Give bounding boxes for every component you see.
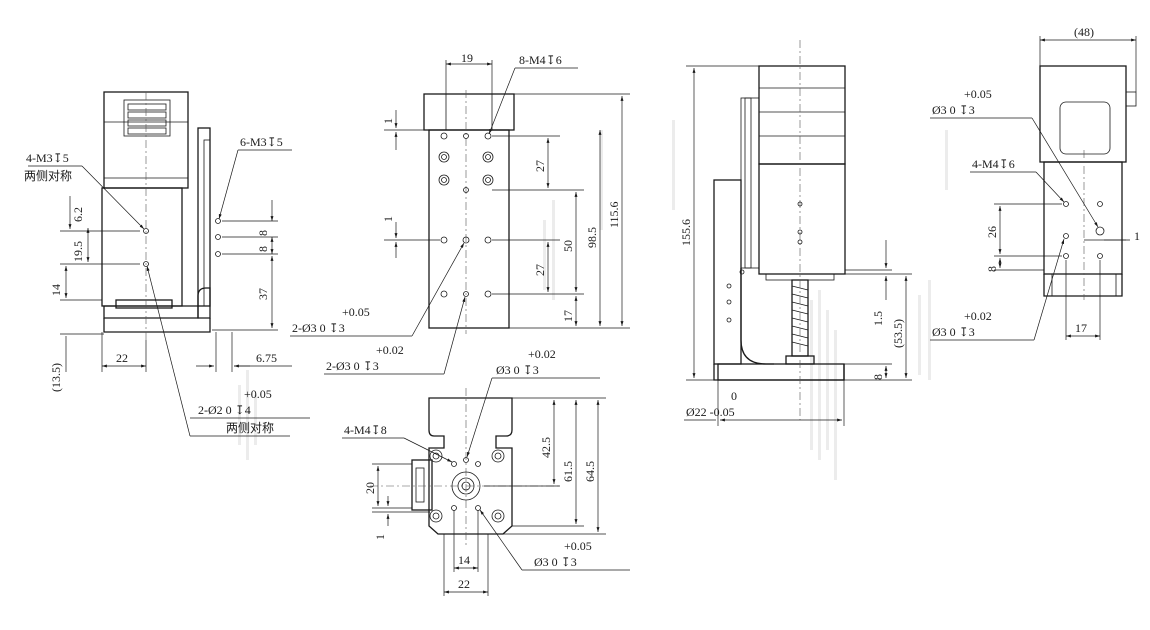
dim-53-5: (53.5) (891, 319, 905, 348)
dim-26: 26 (985, 226, 999, 238)
callout-right-bot: Ø3 0 ↧3 (932, 325, 975, 339)
stage-body (101, 187, 183, 307)
dim-27a: 27 (533, 160, 547, 172)
front-view: 19 8-M4↧6 1 1 27 27 50 98.5 115.6 17 +0. (290, 51, 630, 375)
callout-bottom-bot: Ø3 0 ↧3 (534, 555, 577, 569)
callout-8-m4: 8-M4↧6 (519, 53, 562, 67)
dim-17: 17 (561, 310, 575, 322)
shaft-dia: Ø22 -0.05 (686, 405, 735, 419)
callout-4-m4: 4-M4↧8 (344, 423, 387, 437)
left-side-view: 4-M3↧5 两侧对称 6-M3↧5 +0.05 2-Ø2 0 ↧4 两侧对称 … (24, 91, 310, 437)
dim-98-5: 98.5 (585, 227, 599, 248)
dim-64-5: 64.5 (583, 461, 597, 482)
dim-37: 37 (256, 288, 270, 300)
callout-pins: 2-Ø2 0 ↧4 (198, 403, 251, 417)
side-motor (758, 65, 846, 165)
dim-8b: 8 (256, 246, 270, 252)
dim-1d: 1 (1134, 229, 1140, 243)
dim-19-5: 19.5 (71, 241, 85, 262)
front-plate (428, 129, 510, 329)
dim-17b: 17 (1075, 321, 1087, 335)
dim-14b: 14 (458, 553, 470, 567)
dim-1b: 1 (381, 216, 395, 222)
callout-pin1-tol: +0.05 (342, 305, 370, 319)
side-body (758, 163, 846, 275)
dim-19: 19 (461, 51, 473, 65)
dim-42-5: 42.5 (539, 437, 553, 458)
callout-right-top-tol: +0.05 (964, 87, 992, 101)
dim-1a: 1 (381, 118, 395, 124)
right-motor (1039, 65, 1127, 163)
callout-right-holes: 4-M4↧6 (972, 157, 1015, 171)
callout-pin1: 2-Ø3 0 ↧3 (292, 321, 345, 335)
callout-pin2: 2-Ø3 0 ↧3 (326, 359, 379, 373)
dim-13-5: (13.5) (49, 363, 63, 392)
dim-14: 14 (49, 284, 63, 296)
dim-61-5: 61.5 (561, 461, 575, 482)
dim-27b: 27 (533, 264, 547, 276)
dim-1-5: 1.5 (871, 311, 885, 326)
dim-22b: 22 (458, 577, 470, 591)
callout-right-bot-tol: +0.02 (964, 309, 992, 323)
dim-115-6: 115.6 (607, 201, 621, 228)
callout-holes-top: 4-M3↧5 (26, 151, 69, 165)
side-view: 155.6 1.5 (53.5) 8 0 Ø22 -0.05 (679, 40, 912, 426)
dim-22: 22 (116, 351, 128, 365)
callout-sym-2: 两侧对称 (226, 421, 274, 435)
callout-pin2-tol: +0.02 (376, 343, 404, 357)
dim-50: 50 (561, 240, 575, 252)
callout-bottom-bot-tol: +0.05 (564, 539, 592, 553)
dim-6-75: 6.75 (256, 351, 277, 365)
callout-bottom-top-tol: +0.02 (528, 347, 556, 361)
callout-bottom-top: Ø3 0 ↧3 (496, 363, 539, 377)
front-holes (438, 132, 494, 298)
callout-sym-1: 两侧对称 (24, 169, 72, 183)
right-end-view: (48) +0.05 Ø3 0 ↧3 4-M4↧6 26 8 1 17 +0.0… (930, 25, 1140, 341)
dim-155-6: 155.6 (679, 219, 693, 246)
callout-pins-tol: +0.05 (244, 387, 272, 401)
dim-8c: 8 (871, 374, 885, 380)
dim-20: 20 (363, 482, 377, 494)
dim-1c: 1 (373, 534, 387, 540)
shaft-tol-upper: 0 (731, 389, 737, 403)
dim-8a: 8 (256, 230, 270, 236)
dim-48: (48) (1074, 25, 1094, 39)
callout-holes-side: 6-M3↧5 (240, 135, 283, 149)
dim-8d: 8 (985, 266, 999, 272)
callout-right-top: Ø3 0 ↧3 (932, 103, 975, 117)
bottom-view: +0.02 Ø3 0 ↧3 4-M4↧8 42.5 61.5 64.5 20 1 (342, 347, 630, 596)
dim-6-2: 6.2 (71, 207, 85, 222)
